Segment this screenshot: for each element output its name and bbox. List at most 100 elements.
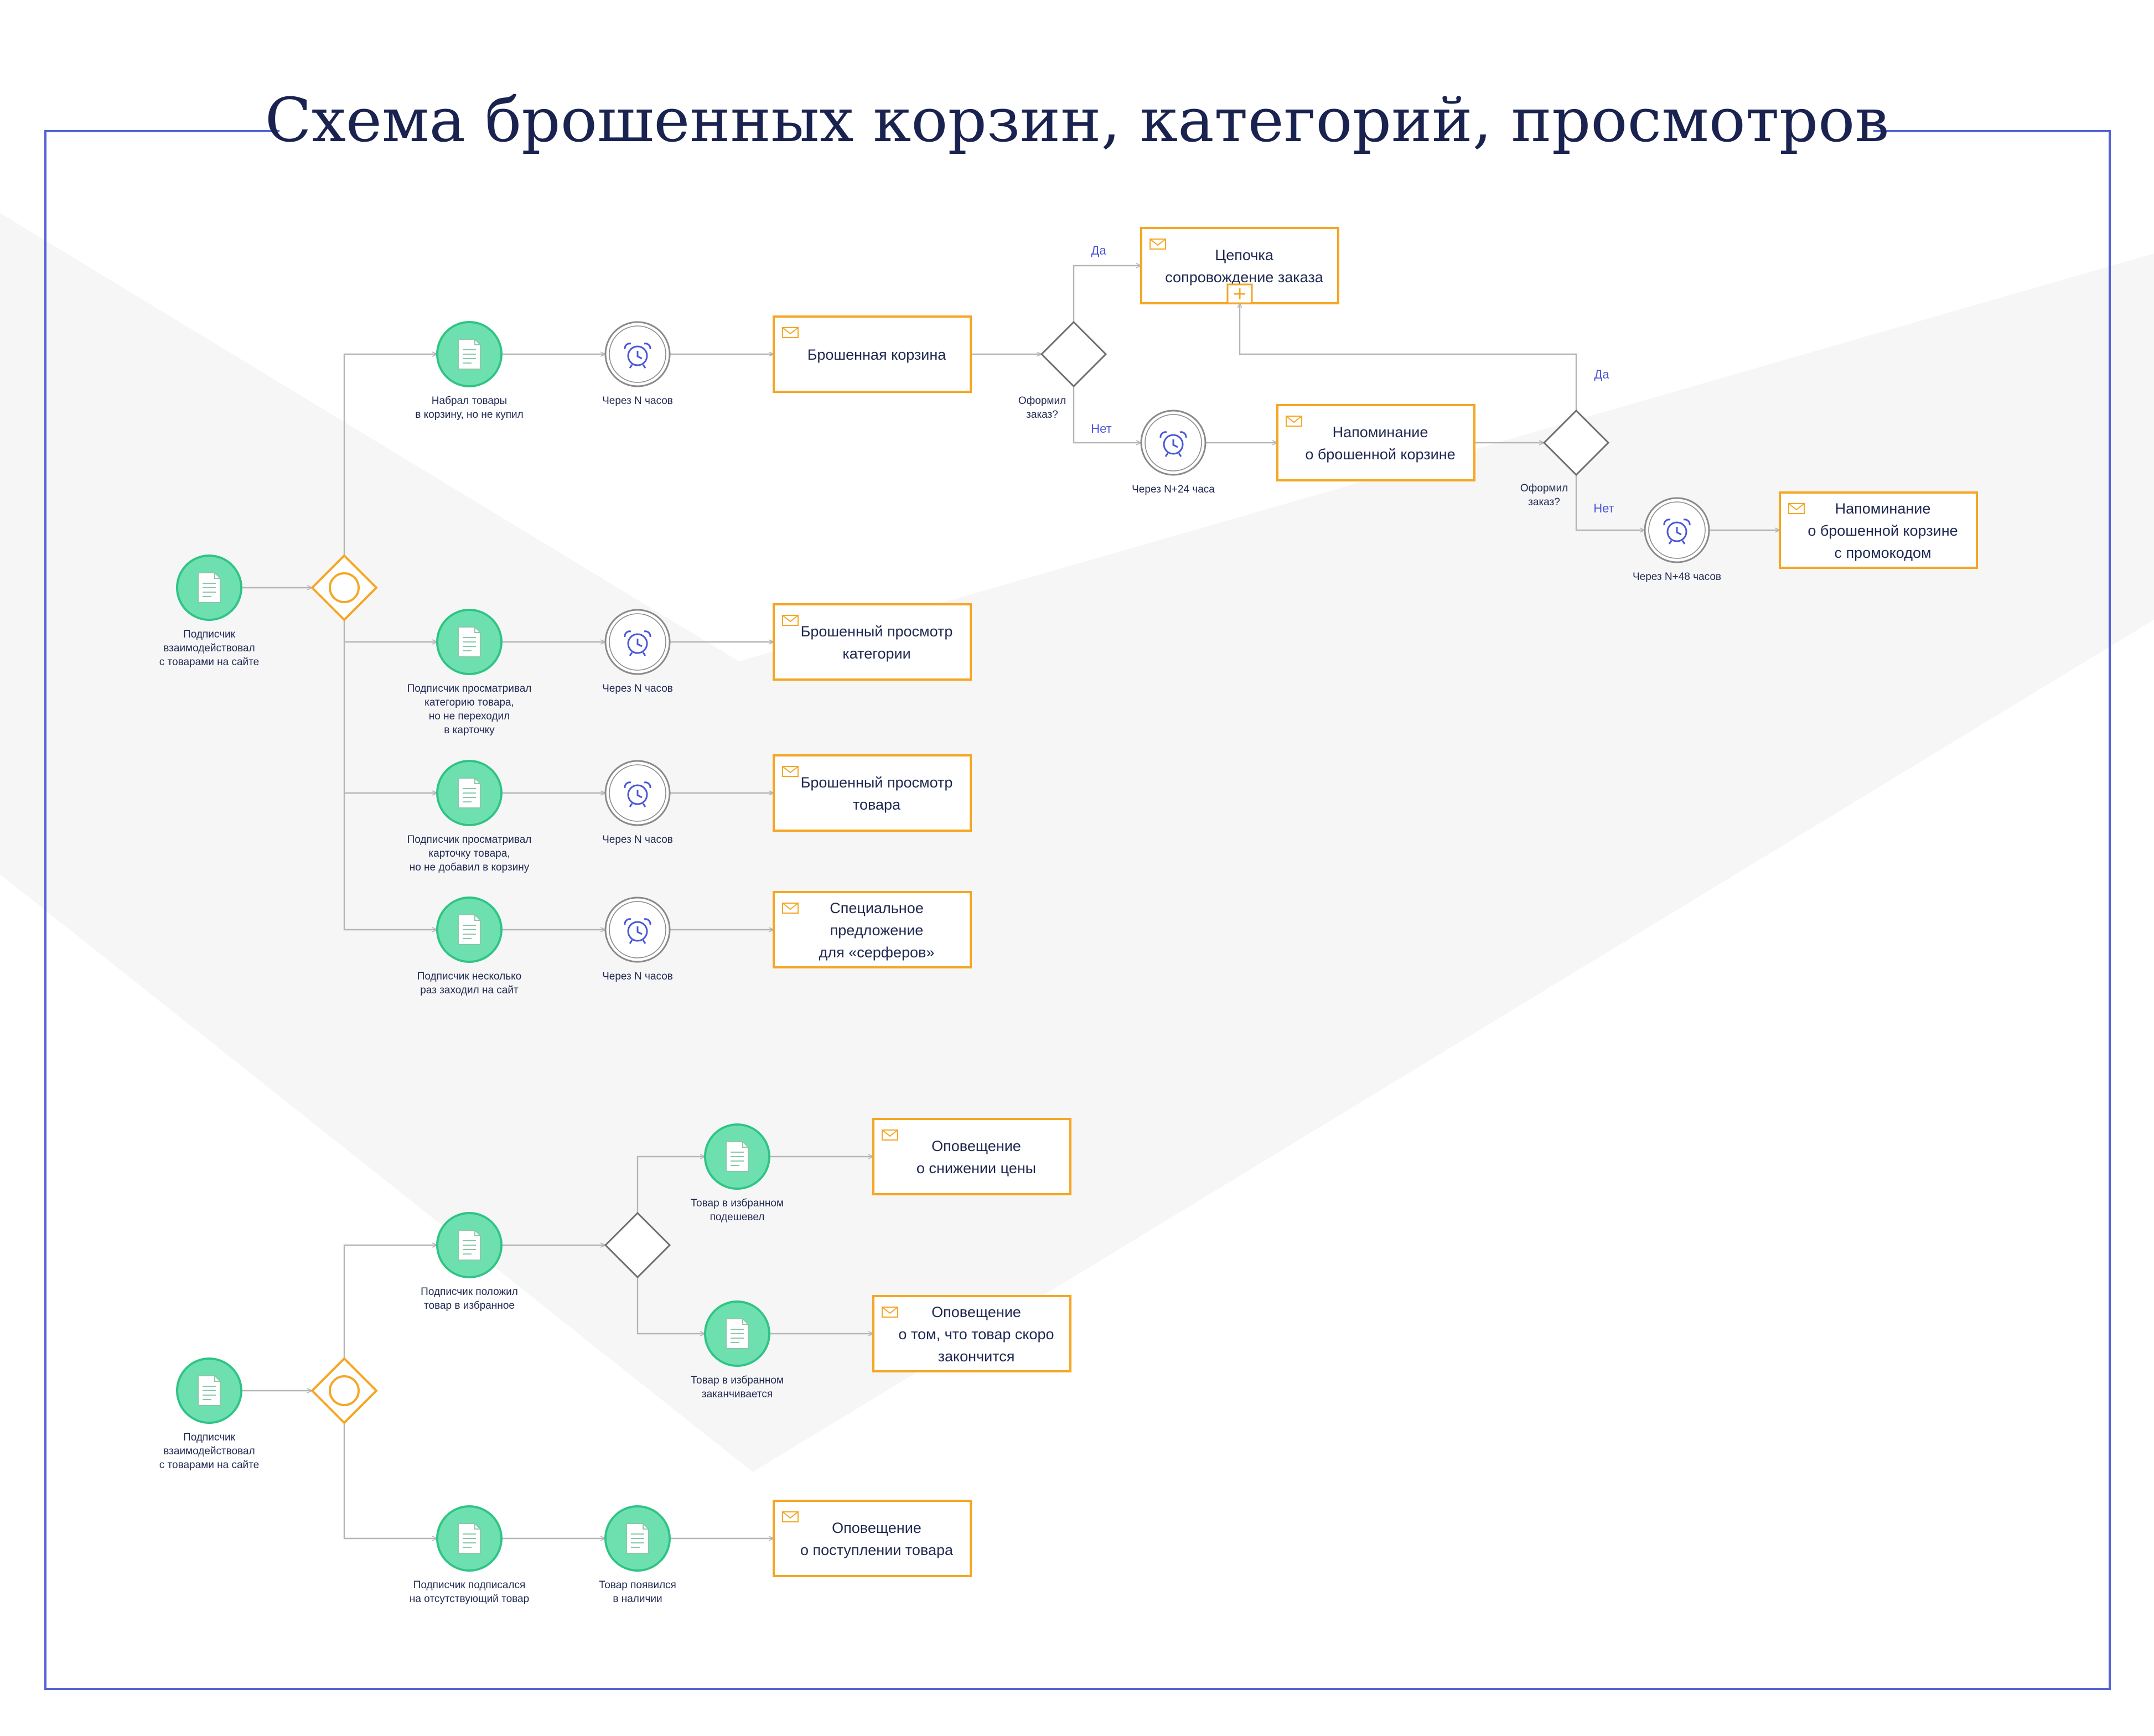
timer-inner-ring	[609, 901, 666, 958]
document-icon	[458, 626, 481, 657]
gateway-diamond	[604, 1211, 671, 1279]
envelope-icon	[1150, 239, 1166, 250]
node-caption-line: Через N+24 часа	[1132, 484, 1215, 495]
timer-inner-ring	[609, 764, 666, 822]
node-caption-line: товар в избранное	[424, 1300, 515, 1312]
task-label-line: Напоминание	[1835, 500, 1931, 517]
timer-tm3[interactable]: Через N часов	[602, 760, 673, 846]
timer-tm48[interactable]: Через N+48 часов	[1633, 497, 1721, 583]
connector-or1-cart	[343, 354, 437, 556]
envelope-icon	[1788, 503, 1805, 514]
node-caption-line: в корзину, но не купил	[415, 409, 523, 421]
gateway-caption-line: заказ?	[1528, 496, 1560, 508]
timer-inner-ring	[609, 613, 666, 671]
gateway-diamond	[310, 1357, 378, 1424]
gateway-caption-line: Оформил	[1520, 483, 1568, 494]
event-ev_fav[interactable]: Подписчик положил товар в избранное	[421, 1212, 518, 1312]
task-label-line: Оповещение	[931, 1138, 1021, 1154]
task-label-line: Брошенный просмотр	[801, 774, 953, 791]
task-label-line: закончится	[938, 1348, 1015, 1365]
node-caption-line: Подписчик	[183, 629, 236, 640]
document-icon	[726, 1141, 749, 1172]
task-label-line: Брошенный просмотр	[801, 623, 953, 640]
page-title: Схема брошенных корзин, категорий, просм…	[265, 85, 1889, 156]
inclusive-gateway-gw_or1[interactable]	[310, 554, 378, 621]
gateway-circle-marker	[329, 572, 360, 603]
task-label-line: о снижении цены	[917, 1160, 1036, 1177]
task-box	[1276, 404, 1475, 481]
task-box	[773, 891, 972, 968]
timer-tm1[interactable]: Через N часов	[602, 321, 673, 407]
connector-or2-absent	[343, 1423, 437, 1538]
node-caption-line: но не переходил	[429, 711, 510, 722]
watermark-shape	[0, 213, 2154, 1472]
connector-gw3-cheaper	[636, 1157, 705, 1213]
node-caption-line: Через N часов	[602, 395, 673, 407]
task-box	[1779, 491, 1978, 569]
node-caption-line: Через N часов	[602, 834, 673, 846]
task-label-line: о брошенной корзине	[1808, 522, 1958, 539]
task-label-line: Напоминание	[1333, 424, 1428, 441]
branch-label-yes1: Да	[1091, 243, 1106, 257]
alarm-clock-icon	[1159, 431, 1187, 457]
task-box	[773, 754, 972, 832]
envelope-icon	[782, 1511, 799, 1522]
document-icon	[458, 1230, 481, 1261]
decision-gateway-gw2[interactable]: Оформил заказ?	[1520, 409, 1610, 508]
timer-tm4[interactable]: Через N часов	[602, 896, 673, 982]
task-label-line: с промокодом	[1834, 545, 1931, 561]
node-caption-line: взаимодействовал	[163, 642, 255, 654]
plus-icon[interactable]	[1226, 283, 1253, 304]
node-caption-line: в наличии	[613, 1593, 662, 1605]
node-caption-line: Подписчик подписался	[413, 1579, 526, 1591]
envelope-icon	[882, 1307, 898, 1318]
branch-label-yes2: Да	[1594, 367, 1609, 381]
task-box	[773, 1500, 972, 1577]
node-caption-line: с товарами на сайте	[159, 656, 259, 668]
task-label-line: Специальное	[830, 900, 923, 916]
event-start1[interactable]: Подписчик взаимодействовал с товарами на с…	[159, 555, 259, 668]
node-caption-line: карточку товара,	[428, 848, 510, 859]
task-t_promo[interactable]: Напоминание о брошенной корзине с промокод…	[1779, 491, 1978, 569]
node-caption-line: Через N+48 часов	[1633, 571, 1721, 583]
gateway-caption-line: Оформил	[1018, 395, 1066, 407]
timer-tm2[interactable]: Через N часов	[602, 609, 673, 695]
document-icon	[626, 1523, 649, 1554]
node-caption-line: Товар в избранном	[691, 1198, 784, 1209]
document-icon	[198, 1375, 221, 1406]
connector-or1-surfer	[343, 620, 437, 930]
node-caption-line: Подписчик положил	[421, 1286, 518, 1298]
document-icon	[458, 1523, 481, 1554]
inclusive-gateway-gw_or2[interactable]	[310, 1357, 378, 1424]
task-t_cart[interactable]: Брошенная корзина	[773, 315, 972, 393]
document-icon	[458, 339, 481, 370]
alarm-clock-icon	[624, 343, 651, 369]
task-box	[773, 603, 972, 681]
task-t_price[interactable]: Оповещение о снижении цены	[872, 1118, 1071, 1195]
envelope-icon	[782, 615, 799, 626]
timer-inner-ring	[1145, 414, 1202, 471]
timer-inner-ring	[1648, 501, 1706, 559]
document-icon	[458, 914, 481, 945]
task-box	[872, 1118, 1071, 1195]
node-caption-line: в карточку	[444, 724, 495, 736]
decision-gateway-gw3[interactable]	[604, 1211, 671, 1279]
timer-tm24[interactable]: Через N+24 часа	[1132, 410, 1215, 495]
